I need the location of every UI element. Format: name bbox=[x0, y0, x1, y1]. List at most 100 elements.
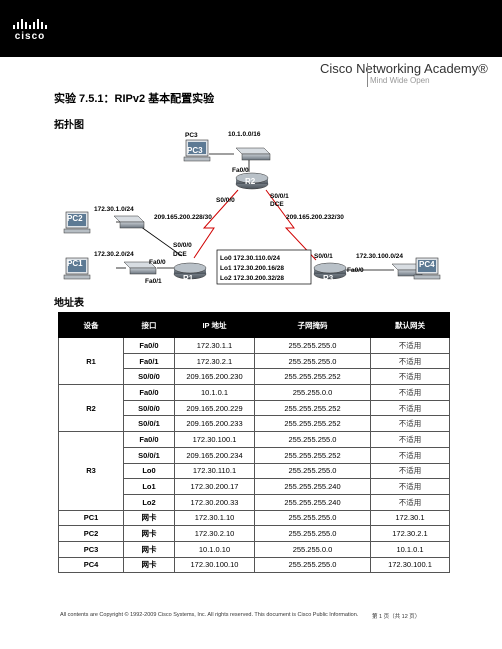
router-r3-icon bbox=[313, 262, 347, 280]
col-mask: 子网掩码 bbox=[254, 312, 371, 338]
r1-label: R1 bbox=[183, 274, 194, 283]
interface-cell: 网卡 bbox=[123, 509, 175, 527]
device-cell: PC3 bbox=[58, 540, 124, 558]
net-pc2-label: 172.30.1.0/24 bbox=[94, 206, 134, 213]
gateway-cell: 不适用 bbox=[370, 462, 450, 480]
pc4-icon bbox=[413, 257, 441, 280]
table-row: S0/0/1 209.165.200.234 255.255.255.252 不… bbox=[59, 446, 450, 464]
topology-diagram: 10.1.0.0/16 PC3 Fa0/0 R2 S0/0/0 S0/0/1 D… bbox=[63, 131, 441, 285]
academy-logo: Cisco Networking Academy® Mind Wide Open bbox=[320, 61, 490, 91]
ip-cell: 172.30.100.1 bbox=[174, 431, 255, 448]
gateway-cell: 172.30.2.1 bbox=[370, 525, 450, 542]
pc1-label: PC1 bbox=[67, 259, 83, 268]
gateway-cell: 不适用 bbox=[370, 415, 450, 433]
gateway-cell: 不适用 bbox=[370, 384, 450, 401]
table-row: PC2 网卡 172.30.2.10 255.255.255.0 172.30.… bbox=[58, 525, 450, 542]
cisco-logo: cisco bbox=[10, 18, 50, 46]
mask-cell: 255.255.255.0 bbox=[254, 556, 371, 574]
mask-cell: 255.255.255.240 bbox=[254, 478, 371, 495]
ip-cell: 172.30.110.1 bbox=[174, 462, 255, 480]
ip-cell: 209.165.200.230 bbox=[174, 368, 255, 386]
mask-cell: 255.255.0.0 bbox=[254, 540, 371, 558]
table-row: S0/0/1 209.165.200.233 255.255.255.252 不… bbox=[59, 415, 450, 433]
gateway-cell: 不适用 bbox=[370, 431, 450, 448]
r3-label: R3 bbox=[323, 274, 334, 283]
interface-cell: 网卡 bbox=[123, 540, 175, 558]
pc1-icon bbox=[63, 257, 91, 280]
interface-cell: Fa0/0 bbox=[123, 384, 175, 401]
page-number: 第 1 页（共 12 页） bbox=[372, 614, 421, 620]
interface-cell: Fa0/0 bbox=[123, 431, 175, 448]
interface-cell: S0/0/0 bbox=[123, 399, 175, 417]
gateway-cell: 172.30.1 bbox=[370, 509, 450, 527]
ip-cell: 172.30.200.33 bbox=[174, 493, 255, 511]
link-left-label: 209.165.200.228/30 bbox=[154, 214, 212, 221]
device-cell: R2 bbox=[58, 384, 124, 433]
r1-dce-label: DCE bbox=[173, 251, 187, 258]
table-row: PC4 网卡 172.30.100.10 255.255.255.0 172.3… bbox=[58, 556, 450, 574]
switch-pc4-icon bbox=[391, 263, 423, 277]
interface-cell: Lo2 bbox=[123, 493, 175, 511]
academy-divider bbox=[367, 63, 368, 87]
net-top-label: 10.1.0.0/16 bbox=[228, 131, 261, 138]
pc4-label: PC4 bbox=[419, 260, 435, 269]
section-topology-heading: 拓扑图 bbox=[54, 120, 84, 131]
interface-cell: S0/0/0 bbox=[123, 368, 175, 386]
pc2-icon bbox=[63, 211, 91, 234]
interface-cell: 网卡 bbox=[123, 525, 175, 542]
link-right-label: 209.165.200.232/30 bbox=[286, 214, 344, 221]
ip-cell: 172.30.1.1 bbox=[174, 337, 255, 354]
mask-cell: 255.255.0.0 bbox=[254, 384, 371, 401]
col-device: 设备 bbox=[58, 312, 124, 338]
interface-cell: Lo1 bbox=[123, 478, 175, 495]
mask-cell: 255.255.255.0 bbox=[254, 509, 371, 527]
col-interface: 接口 bbox=[123, 312, 175, 338]
address-table: 设备 接口 IP 地址 子网掩码 默认网关 R1 Fa0/0 172.30.1.… bbox=[58, 312, 450, 574]
router-r2-icon bbox=[235, 172, 269, 190]
ip-cell: 172.30.2.1 bbox=[174, 352, 255, 370]
gateway-cell: 不适用 bbox=[370, 352, 450, 370]
mask-cell: 255.255.255.252 bbox=[254, 368, 371, 386]
gateway-cell: 10.1.0.1 bbox=[370, 540, 450, 558]
ip-cell: 172.30.2.10 bbox=[174, 525, 255, 542]
col-gateway: 默认网关 bbox=[370, 312, 450, 338]
switch-r2-icon bbox=[235, 147, 271, 161]
table-row: R1 Fa0/0 172.30.1.1 255.255.255.0 不适用 bbox=[58, 336, 450, 386]
gateway-cell: 不适用 bbox=[370, 446, 450, 464]
r1-fa00-label: Fa0/0 bbox=[149, 259, 166, 266]
r1-fa01-label: Fa0/1 bbox=[145, 278, 162, 285]
copyright-text: All contents are Copyright © 1992-2009 C… bbox=[60, 612, 359, 618]
section-address-heading: 地址表 bbox=[54, 298, 84, 309]
pc3-label: PC3 bbox=[185, 132, 198, 139]
gateway-cell: 不适用 bbox=[370, 337, 450, 354]
interface-cell: S0/0/1 bbox=[123, 446, 175, 464]
gateway-cell: 不适用 bbox=[370, 478, 450, 495]
gateway-cell: 不适用 bbox=[370, 399, 450, 417]
device-cell: PC1 bbox=[58, 509, 124, 527]
r3-s001-label: S0/0/1 bbox=[314, 253, 333, 260]
gateway-cell: 不适用 bbox=[370, 368, 450, 386]
ip-cell: 172.30.100.10 bbox=[174, 556, 255, 574]
serial-links bbox=[193, 189, 317, 261]
table-row: R3 Fa0/0 172.30.100.1 255.255.255.0 不适用 bbox=[58, 431, 450, 511]
table-row: Fa0/1 172.30.2.1 255.255.255.0 不适用 bbox=[59, 352, 450, 370]
device-cell: R1 bbox=[58, 336, 124, 386]
loopback-box bbox=[216, 249, 312, 285]
links bbox=[116, 150, 434, 271]
header-bar: cisco bbox=[0, 0, 502, 57]
mask-cell: 255.255.255.240 bbox=[254, 493, 371, 511]
switch-pc2-icon bbox=[113, 215, 145, 229]
pc2-label: PC2 bbox=[67, 214, 83, 223]
mask-cell: 255.255.255.0 bbox=[254, 337, 371, 354]
gateway-cell: 不适用 bbox=[370, 493, 450, 511]
table-row: R2 Fa0/0 10.1.0.1 255.255.0.0 不适用 bbox=[58, 384, 450, 433]
mask-cell: 255.255.255.252 bbox=[254, 399, 371, 417]
r2-dce-label: DCE bbox=[270, 201, 284, 208]
r2-fa-label: Fa0/0 bbox=[232, 167, 249, 174]
mask-cell: 255.255.255.252 bbox=[254, 415, 371, 433]
device-cell: R3 bbox=[58, 431, 124, 511]
switch-pc1-icon bbox=[123, 261, 157, 275]
lo2-label: Lo2 172.30.200.32/28 bbox=[220, 275, 284, 282]
academy-tagline: Mind Wide Open bbox=[370, 76, 430, 85]
interface-cell: 网卡 bbox=[123, 556, 175, 574]
